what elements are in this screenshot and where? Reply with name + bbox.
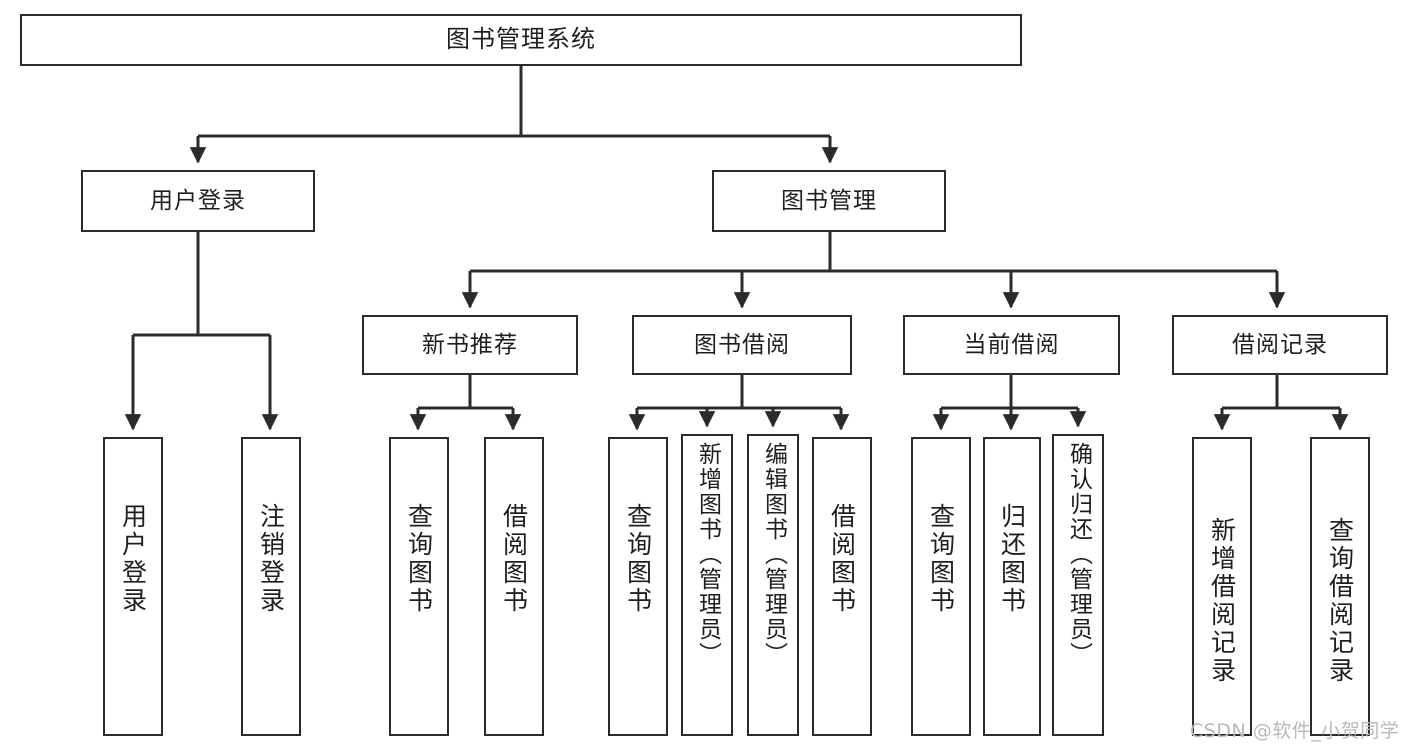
leaf-user-login[interactable]: 用户登录 bbox=[103, 437, 163, 736]
node-label: 新增借阅记录 bbox=[1207, 517, 1237, 685]
leaf-confirm-return-admin[interactable]: 确认归还（管理员） bbox=[1052, 434, 1104, 736]
node-book-management[interactable]: 图书管理 bbox=[712, 170, 946, 232]
leaf-edit-book-admin[interactable]: 编辑图书（管理员） bbox=[747, 434, 799, 736]
node-label: 查询借阅记录 bbox=[1325, 517, 1355, 685]
node-label: 当前借阅 bbox=[963, 331, 1060, 358]
node-label: 注销登录 bbox=[256, 503, 286, 615]
leaf-add-book-admin[interactable]: 新增图书（管理员） bbox=[681, 434, 733, 736]
node-label: 借阅记录 bbox=[1232, 331, 1328, 358]
node-label: 图书借阅 bbox=[694, 331, 790, 358]
node-label: 用户登录 bbox=[118, 503, 148, 615]
leaf-borrow-book-recommend[interactable]: 借阅图书 bbox=[484, 437, 544, 736]
csdn-watermark: CSDN @软件_小贺同学 bbox=[1190, 720, 1400, 742]
leaf-query-borrow-record[interactable]: 查询借阅记录 bbox=[1310, 437, 1370, 736]
node-label: 图书管理系统 bbox=[446, 25, 596, 54]
leaf-query-book-recommend[interactable]: 查询图书 bbox=[389, 437, 449, 736]
node-user-login[interactable]: 用户登录 bbox=[81, 170, 315, 232]
node-label: 查询图书 bbox=[623, 503, 653, 615]
node-label: 新增图书（管理员） bbox=[694, 442, 721, 667]
node-label: 确认归还（管理员） bbox=[1065, 442, 1092, 667]
node-label: 编辑图书（管理员） bbox=[760, 442, 787, 667]
leaf-add-borrow-record[interactable]: 新增借阅记录 bbox=[1192, 437, 1252, 736]
leaf-borrow-book[interactable]: 借阅图书 bbox=[812, 437, 872, 736]
leaf-logout[interactable]: 注销登录 bbox=[241, 437, 301, 736]
leaf-return-book[interactable]: 归还图书 bbox=[983, 437, 1041, 736]
node-new-book-recommend[interactable]: 新书推荐 bbox=[362, 315, 578, 375]
node-book-borrow[interactable]: 图书借阅 bbox=[632, 315, 852, 375]
node-label: 用户登录 bbox=[150, 187, 246, 214]
leaf-query-book-borrow[interactable]: 查询图书 bbox=[608, 437, 668, 736]
node-label: 借阅图书 bbox=[499, 503, 529, 615]
node-root-system[interactable]: 图书管理系统 bbox=[20, 14, 1022, 66]
node-label: 查询图书 bbox=[404, 503, 434, 615]
node-label: 图书管理 bbox=[781, 187, 877, 214]
node-borrow-records[interactable]: 借阅记录 bbox=[1172, 315, 1388, 375]
node-label: 借阅图书 bbox=[827, 503, 857, 615]
node-label: 归还图书 bbox=[997, 503, 1027, 615]
node-label: 查询图书 bbox=[926, 503, 956, 615]
node-current-borrow[interactable]: 当前借阅 bbox=[903, 315, 1120, 375]
node-label: 新书推荐 bbox=[422, 331, 518, 358]
leaf-query-book-current[interactable]: 查询图书 bbox=[911, 437, 971, 736]
